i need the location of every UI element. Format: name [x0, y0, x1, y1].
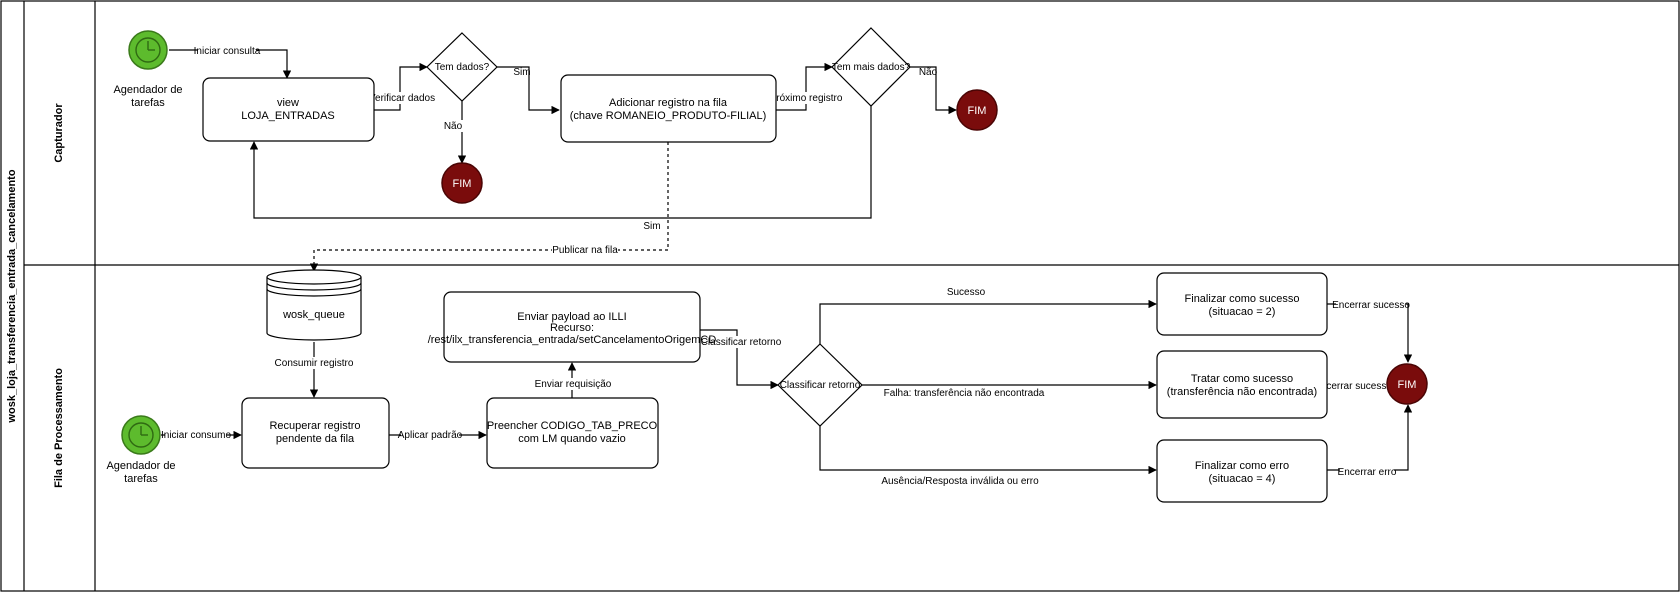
edge-encerrar-erro [1327, 404, 1413, 471]
task-finalizar-sucesso-line2: (situacao = 2) [1209, 306, 1276, 318]
edge-publicar-na-fila [309, 142, 669, 272]
edge-label-nao-1: Não [444, 121, 463, 132]
task-adicionar-registro [560, 74, 777, 143]
edge-label-bg [278, 357, 350, 369]
edge-label-encerrar-sucesso-1: Encerrar sucesso [1332, 300, 1410, 311]
edge-classificar-retorno [700, 329, 779, 390]
task-enviar-line1: Enviar payload ao ILLI [517, 311, 626, 323]
edge-label-consumir: Consumir registro [275, 358, 354, 369]
gateway-classificar-retorno [777, 343, 863, 427]
edge-label-enviar-requisicao: Enviar requisição [535, 379, 612, 390]
end-event-1-label: FIM [453, 178, 472, 190]
start-fila-label-line2: tarefas [124, 473, 158, 485]
task-tratar-line1: Tratar como sucesso [1191, 373, 1293, 385]
gateway-tem-mais-dados [831, 27, 911, 107]
end-event-2 [956, 89, 998, 131]
edge-label-iniciar-consulta: Iniciar consulta [194, 46, 261, 57]
edge-label-bg [165, 429, 227, 441]
start-fila-label-line1: Agendador de [106, 460, 175, 472]
end-event-2-label: FIM [968, 105, 987, 117]
pool-title: wosk_loja_transferencia_entrada_cancelam… [6, 169, 18, 423]
edge-label-bg [1340, 466, 1394, 478]
task-recuperar-registro [241, 397, 390, 469]
edge-label-sim-loop: Sim [643, 221, 660, 232]
task-enviar-line2: Recurso: [550, 322, 594, 334]
task-preencher-line2: com LM quando vazio [518, 433, 626, 445]
end-event-fila [1386, 363, 1428, 405]
edge-encerrar-sucesso-1 [1327, 303, 1413, 363]
edge-label-aplicar-padrao: Aplicar padrão [398, 430, 463, 441]
edge-proximo-registro [776, 62, 833, 111]
edge-label-iniciar-consumo: Iniciar consumo [161, 430, 231, 441]
task-recuperar-line1: Recuperar registro [269, 420, 360, 432]
lane-title-fila: Fila de Processamento [53, 368, 65, 488]
gateway-tem-dados [426, 32, 498, 102]
edge-label-bg [198, 45, 256, 56]
task-finalizar-erro-line2: (situacao = 4) [1209, 473, 1276, 485]
edge-label-bg [704, 336, 778, 348]
gateway-tem-mais-dados-label: Tem mais dados? [832, 62, 911, 73]
end-event-fila-label: FIM [1398, 379, 1417, 391]
queue-label: wosk_queue [282, 309, 345, 321]
task-finalizar-erro-line1: Finalizar como erro [1195, 460, 1289, 472]
task-enviar-line3: /rest/ilx_transferencia_entrada/setCance… [428, 334, 717, 346]
edge-label-publicar: Publicar na fila [552, 245, 618, 256]
edge-label-sucesso: Sucesso [947, 287, 986, 298]
clock-icon [135, 37, 161, 63]
edge-label-bg [774, 92, 838, 104]
edge-label-bg [1318, 380, 1388, 392]
task-finalizar-sucesso-line1: Finalizar como sucesso [1185, 293, 1300, 305]
gateway-classificar-label: Classificar retorno [780, 380, 861, 391]
edge-sucesso [819, 299, 1157, 344]
edge-label-encerrar-sucesso-2: Encerrar sucesso [1314, 381, 1392, 392]
edge-label-proximo-registro: Próximo registro [770, 93, 843, 104]
edge-sim-loop [249, 106, 872, 219]
lane-title-capturador: Capturador [53, 103, 65, 163]
task-finalizar-erro [1156, 439, 1328, 503]
edge-label-verificar-dados: Verificar dados [369, 93, 435, 104]
task-preencher-line1: Preencher CODIGO_TAB_PRECO [487, 420, 658, 432]
gateway-tem-dados-label: Tem dados? [435, 62, 490, 73]
edge-label-encerrar-erro: Encerrar erro [1338, 467, 1397, 478]
edge-ausencia [819, 426, 1157, 475]
start-event-fila [121, 415, 161, 455]
edge-label-sim-1: Sim [513, 67, 530, 78]
start-label-line1: Agendador de [113, 84, 182, 96]
edge-label-bg [1336, 299, 1406, 311]
task-finalizar-sucesso [1156, 272, 1328, 336]
task-view-loja-entradas [202, 77, 375, 142]
edge-sim-1 [497, 66, 560, 115]
start-event-capturador [128, 30, 168, 70]
queue-datastore [266, 269, 362, 341]
task-view-line1: view [277, 97, 299, 109]
start-label-line2: tarefas [131, 97, 165, 109]
edge-label-falha: Falha: transferência não encontrada [884, 388, 1045, 399]
task-tratar-line2: (transferência não encontrada) [1167, 386, 1317, 398]
clock-icon [128, 422, 154, 448]
edge-label-bg [538, 378, 608, 390]
task-preencher-codigo [486, 397, 659, 469]
task-enviar-payload [443, 291, 701, 363]
task-adicionar-line2: (chave ROMANEIO_PRODUTO-FILIAL) [570, 110, 767, 122]
edge-nao-2 [910, 66, 957, 115]
edge-label-bg [442, 120, 464, 132]
task-recuperar-line2: pendente da fila [276, 433, 355, 445]
edge-label-ausencia: Ausência/Resposta inválida ou erro [881, 476, 1039, 487]
task-tratar-sucesso [1156, 350, 1328, 419]
edge-label-bg [401, 429, 459, 441]
edge-label-bg [372, 92, 432, 104]
edge-label-bg [552, 244, 618, 256]
end-event-1 [441, 162, 483, 204]
edge-label-classificar: Classificar retorno [701, 337, 782, 348]
task-adicionar-line1: Adicionar registro na fila [609, 97, 728, 109]
task-view-line2: LOJA_ENTRADAS [241, 110, 335, 122]
edge-label-nao-2: Não [919, 67, 938, 78]
edge-verificar-dados [374, 62, 428, 111]
